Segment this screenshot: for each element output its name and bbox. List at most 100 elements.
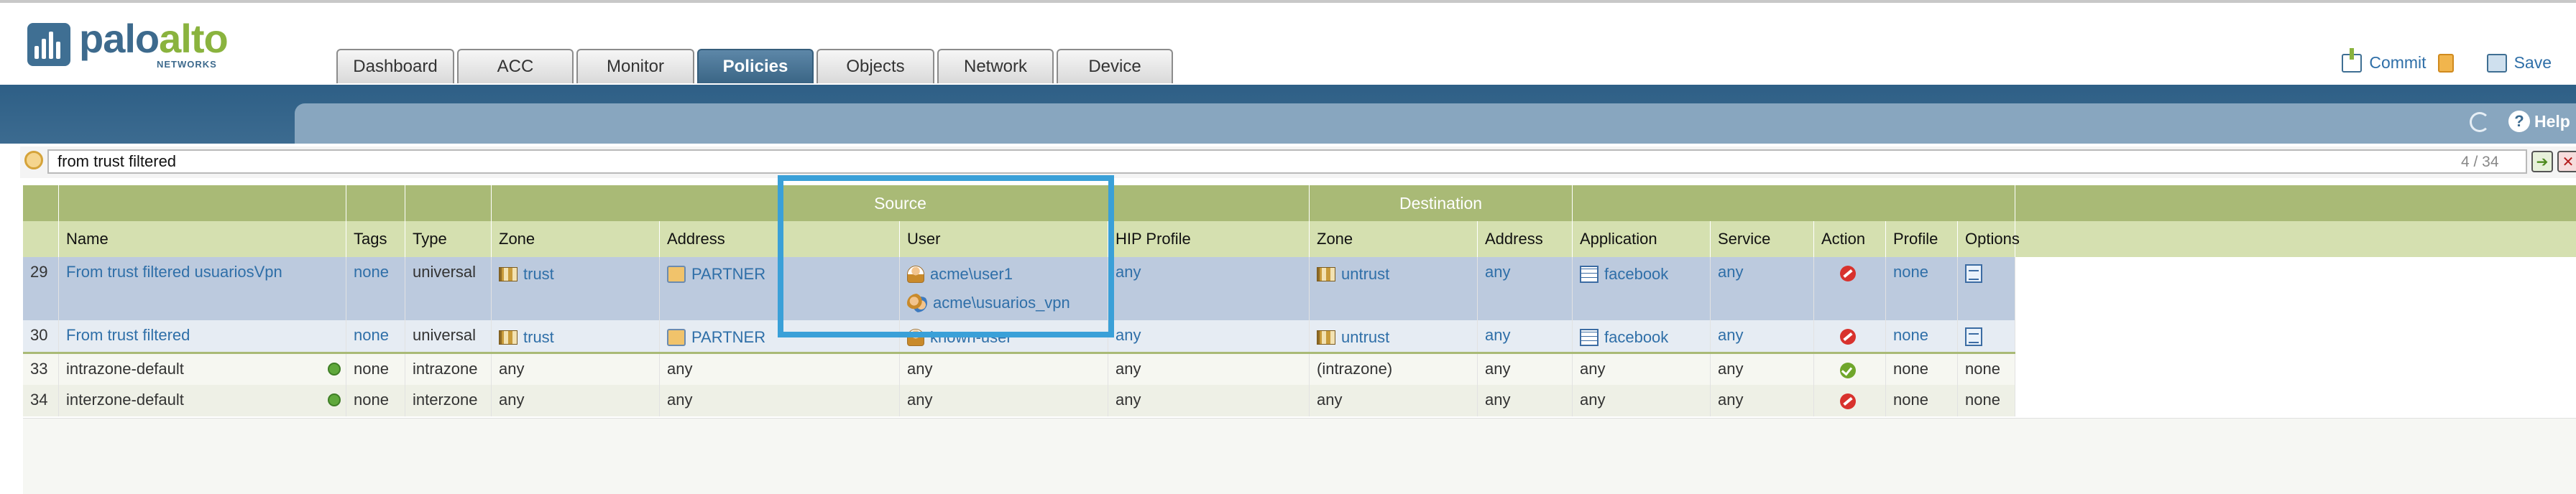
destination-zone-link[interactable]: untrust <box>1341 328 1390 346</box>
action-cell[interactable] <box>1814 320 1886 352</box>
options-cell[interactable] <box>1958 257 2015 320</box>
source-user-link[interactable]: known-user <box>930 328 1012 346</box>
logo-subtitle: NETWORKS <box>157 59 217 70</box>
tab-objects[interactable]: Objects <box>816 49 934 83</box>
source-address-link[interactable]: PARTNER <box>691 328 766 346</box>
col-source-address[interactable]: Address <box>660 221 900 257</box>
lock-icon <box>2437 53 2454 73</box>
save-button[interactable]: Save <box>2486 53 2552 73</box>
action-cell[interactable] <box>1814 354 1886 385</box>
rule-name[interactable]: intrazone-default <box>59 354 346 385</box>
refresh-icon[interactable] <box>2470 112 2490 132</box>
rule-tags: none <box>346 385 405 416</box>
table-row[interactable]: 30 From trust filtered none universal tr… <box>23 320 2015 352</box>
rule-tags[interactable]: none <box>346 320 405 352</box>
group-header-blank <box>346 185 405 221</box>
source-zone-cell: any <box>492 385 660 416</box>
tab-policies[interactable]: Policies <box>697 49 814 83</box>
deny-icon <box>1840 329 1856 345</box>
source-zone-link[interactable]: trust <box>523 328 554 346</box>
user-icon <box>907 266 924 283</box>
filter-input[interactable] <box>47 149 2527 174</box>
content-toolbar <box>295 103 2576 144</box>
help-label: Help <box>2534 111 2570 131</box>
profile-cell[interactable]: none <box>1886 257 1958 320</box>
options-icon <box>1965 327 1982 346</box>
apply-filter-button[interactable]: ➔ <box>2531 151 2553 172</box>
rule-name[interactable]: interzone-default <box>59 385 346 416</box>
table-row[interactable]: 34 interzone-default none interzone any … <box>23 385 2015 416</box>
rule-number: 33 <box>23 354 59 385</box>
col-options[interactable]: Options <box>1958 221 2020 257</box>
col-source-user[interactable]: User <box>900 221 1108 257</box>
rule-number: 29 <box>23 257 59 320</box>
col-destination-zone[interactable]: Zone <box>1310 221 1478 257</box>
tab-network[interactable]: Network <box>937 49 1054 83</box>
profile-cell[interactable]: none <box>1886 320 1958 352</box>
col-name[interactable]: Name <box>59 221 346 257</box>
service-cell[interactable]: any <box>1711 257 1814 320</box>
destination-address-cell[interactable]: any <box>1478 320 1573 352</box>
col-num[interactable] <box>23 221 59 257</box>
tab-device[interactable]: Device <box>1057 49 1173 83</box>
rule-name-label: intrazone-default <box>66 360 184 378</box>
col-action[interactable]: Action <box>1814 221 1886 257</box>
source-address-cell: PARTNER <box>660 320 900 352</box>
rule-name-link[interactable]: From trust filtered usuariosVpn <box>59 257 346 320</box>
source-user-link[interactable]: acme\usuarios_vpn <box>933 294 1070 312</box>
source-user-link[interactable]: acme\user1 <box>930 265 1013 283</box>
rule-name-link[interactable]: From trust filtered <box>59 320 346 352</box>
table-row[interactable]: 33 intrazone-default none intrazone any … <box>23 352 2015 385</box>
destination-zone-link[interactable]: untrust <box>1341 265 1390 283</box>
config-lock-button[interactable] <box>2437 53 2461 73</box>
options-icon <box>1965 264 1982 283</box>
clear-filter-button[interactable]: ✕ <box>2557 151 2576 172</box>
action-cell[interactable] <box>1814 257 1886 320</box>
allow-icon <box>1840 363 1856 378</box>
application-cell: facebook <box>1573 257 1711 320</box>
rule-type: universal <box>405 320 492 352</box>
options-cell: none <box>1958 354 2015 385</box>
destination-zone-cell: untrust <box>1310 320 1478 352</box>
table-row[interactable]: 29 From trust filtered usuariosVpn none … <box>23 257 2015 320</box>
override-icon[interactable] <box>328 363 341 376</box>
tab-monitor[interactable]: Monitor <box>576 49 694 83</box>
source-zone-cell: trust <box>492 257 660 320</box>
search-icon <box>24 151 43 169</box>
application-link[interactable]: facebook <box>1604 328 1669 346</box>
filter-bar: 4 / 34 ➔ ✕ <box>20 146 2576 178</box>
hip-profile-cell[interactable]: any <box>1108 320 1310 352</box>
main-nav-tabs: Dashboard ACC Monitor Policies Objects N… <box>336 49 1176 83</box>
destination-address-cell: any <box>1478 354 1573 385</box>
group-header-blank <box>405 185 492 221</box>
header-filler <box>2015 185 2576 257</box>
tab-dashboard[interactable]: Dashboard <box>336 49 454 83</box>
application-link[interactable]: facebook <box>1604 265 1669 283</box>
col-hip-profile[interactable]: HIP Profile <box>1108 221 1310 257</box>
col-destination-address[interactable]: Address <box>1478 221 1573 257</box>
override-icon[interactable] <box>328 393 341 406</box>
col-application[interactable]: Application <box>1573 221 1711 257</box>
tab-acc[interactable]: ACC <box>457 49 574 83</box>
col-source-zone[interactable]: Zone <box>492 221 660 257</box>
hip-profile-cell[interactable]: any <box>1108 257 1310 320</box>
rule-tags[interactable]: none <box>346 257 405 320</box>
save-icon <box>2486 53 2507 73</box>
col-service[interactable]: Service <box>1711 221 1814 257</box>
source-address-link[interactable]: PARTNER <box>691 265 766 283</box>
service-cell[interactable]: any <box>1711 320 1814 352</box>
paloalto-logo: paloalto NETWORKS <box>27 16 243 78</box>
help-button[interactable]: ? Help <box>2508 111 2570 132</box>
options-cell[interactable] <box>1958 320 2015 352</box>
deny-icon <box>1840 266 1856 281</box>
action-cell[interactable] <box>1814 385 1886 416</box>
source-zone-link[interactable]: trust <box>523 265 554 283</box>
profile-cell: none <box>1886 385 1958 416</box>
col-profile[interactable]: Profile <box>1886 221 1958 257</box>
logo-mark-icon <box>27 23 70 66</box>
help-icon: ? <box>2508 111 2530 132</box>
col-tags[interactable]: Tags <box>346 221 405 257</box>
col-type[interactable]: Type <box>405 221 492 257</box>
commit-button[interactable]: Commit <box>2342 47 2426 73</box>
destination-address-cell[interactable]: any <box>1478 257 1573 320</box>
